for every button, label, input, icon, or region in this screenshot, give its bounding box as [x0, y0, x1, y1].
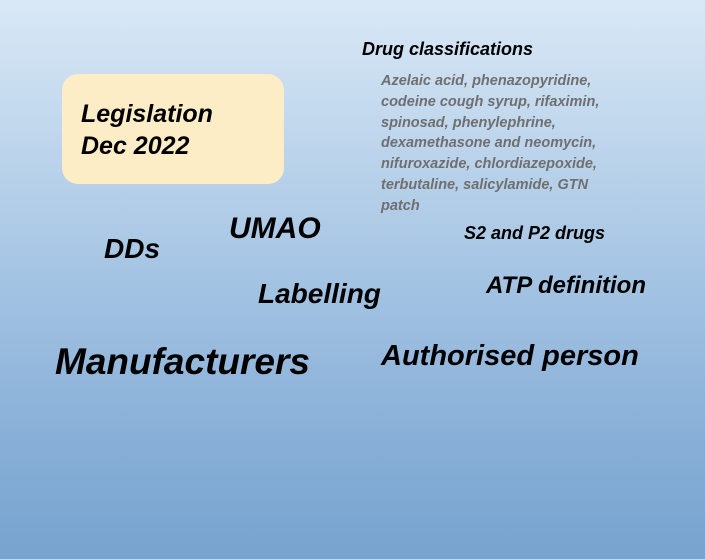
- drug-list-line: spinosad, phenylephrine,: [381, 114, 556, 131]
- drug-list-line: codeine cough syrup, rifaximin,: [381, 93, 600, 110]
- term-manufacturers: Manufacturers: [55, 341, 310, 382]
- legislation-box: Legislation Dec 2022: [62, 74, 284, 184]
- drug-list-line: nifuroxazide, chlordiazepoxide,: [381, 156, 597, 173]
- drug-classifications-heading: Drug classifications: [362, 39, 534, 59]
- drug-list-line: terbutaline, salicylamide, GTN: [381, 176, 589, 193]
- term-authorised-person: Authorised person: [381, 340, 639, 372]
- term-labelling: Labelling: [258, 278, 381, 309]
- legislation-title: Legislation: [81, 100, 213, 128]
- drug-list-line: dexamethasone and neomycin,: [381, 135, 597, 152]
- legislation-date: Dec 2022: [81, 132, 190, 160]
- drug-list-line: Azelaic acid, phenazopyridine,: [381, 73, 592, 89]
- term-s2-p2-drugs: S2 and P2 drugs: [464, 223, 606, 243]
- drug-list: Azelaic acid, phenazopyridine, codeine c…: [381, 71, 681, 217]
- term-atp-definition: ATP definition: [486, 272, 646, 299]
- term-umao: UMAO: [229, 212, 321, 245]
- term-dds: DDs: [104, 233, 161, 264]
- drug-list-line: patch: [381, 197, 420, 214]
